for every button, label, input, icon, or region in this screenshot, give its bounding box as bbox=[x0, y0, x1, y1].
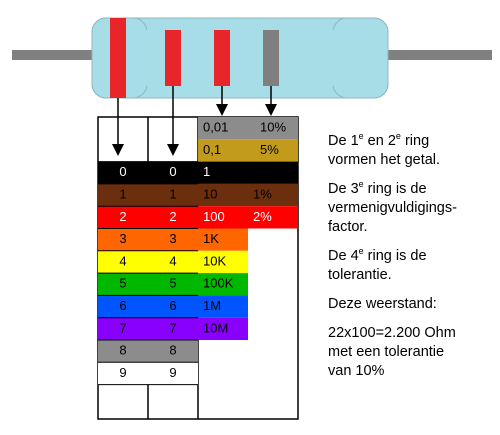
row-6-first-digit: 6 bbox=[119, 298, 126, 313]
top-row-0-tolerance: 10% bbox=[260, 120, 286, 135]
row-7-second-digit: 7 bbox=[169, 320, 176, 335]
row-1-multiplier-fill bbox=[198, 183, 248, 207]
row-6-multiplier: 1M bbox=[203, 298, 221, 313]
row-8-second-digit: 8 bbox=[169, 343, 176, 358]
row-2-tolerance-fill bbox=[248, 206, 298, 229]
row-7-first-digit: 7 bbox=[119, 320, 126, 335]
top-row-1-multiplier: 0,1 bbox=[203, 142, 221, 157]
band-3 bbox=[214, 30, 230, 86]
row-3-first-digit: 3 bbox=[119, 231, 126, 246]
band-2 bbox=[165, 30, 181, 86]
legend-paragraph-2: De 3e ring is de vermenigvuldigings- fac… bbox=[328, 179, 457, 235]
row-0-second-digit: 0 bbox=[169, 164, 176, 179]
row-1-second-digit: 1 bbox=[169, 186, 176, 201]
row-9-digit-fill bbox=[98, 362, 198, 385]
row-3-digit-fill bbox=[98, 228, 198, 251]
row-5-second-digit: 5 bbox=[169, 276, 176, 291]
row-4-multiplier: 10K bbox=[203, 253, 226, 268]
row-9-second-digit: 9 bbox=[169, 365, 176, 380]
row-2-multiplier: 100 bbox=[203, 209, 225, 224]
resistor-right-cap bbox=[332, 17, 389, 99]
row-2-digit-fill bbox=[98, 206, 198, 229]
row-8-first-digit: 8 bbox=[119, 343, 126, 358]
row-8-digit-fill bbox=[98, 340, 198, 363]
legend-paragraph-5: 22x100=2.200 Ohm met een tolerantie van … bbox=[328, 325, 456, 379]
row-1-digit-fill bbox=[98, 183, 198, 207]
right-lead bbox=[382, 50, 492, 60]
row-6-multiplier-fill bbox=[198, 295, 248, 318]
row-5-first-digit: 5 bbox=[119, 276, 126, 291]
explanation-text: De 1e en 2e ring vormen het getal. De 3e… bbox=[328, 132, 496, 391]
row-7-digit-fill bbox=[98, 317, 198, 340]
row-2-tolerance: 2% bbox=[253, 209, 272, 224]
row-4-first-digit: 4 bbox=[119, 253, 126, 268]
row-6-second-digit: 6 bbox=[169, 298, 176, 313]
row-3-second-digit: 3 bbox=[169, 231, 176, 246]
row-2-first-digit: 2 bbox=[119, 209, 126, 224]
legend-paragraph-3: De 4e ring is de tolerantie. bbox=[328, 246, 427, 283]
top-row-0-fill bbox=[198, 117, 298, 140]
top-row-1-tolerance: 5% bbox=[260, 142, 279, 157]
row-6-digit-fill bbox=[98, 295, 198, 318]
row-9-first-digit: 9 bbox=[119, 365, 126, 380]
row-5-digit-fill bbox=[98, 273, 198, 296]
legend-paragraph-4: Deze weerstand: bbox=[328, 296, 437, 312]
top-row-0-multiplier: 0,01 bbox=[203, 120, 228, 135]
row-7-multiplier-fill bbox=[198, 317, 248, 340]
left-lead bbox=[12, 50, 102, 60]
row-2-multiplier-fill bbox=[198, 206, 248, 229]
row-0-first-digit: 0 bbox=[119, 164, 126, 179]
band-1 bbox=[110, 18, 126, 98]
row-7-multiplier: 10M bbox=[203, 320, 228, 335]
row-1-multiplier: 10 bbox=[203, 186, 217, 201]
row-2-second-digit: 2 bbox=[169, 209, 176, 224]
row-3-multiplier-fill bbox=[198, 228, 248, 251]
row-4-second-digit: 4 bbox=[169, 253, 176, 268]
row-5-multiplier-fill bbox=[198, 273, 248, 296]
row-3-multiplier: 1K bbox=[203, 231, 219, 246]
row-0-multiplier-fill bbox=[198, 161, 248, 184]
row-0-multiplier: 1 bbox=[203, 164, 210, 179]
row-4-multiplier-fill bbox=[198, 250, 248, 274]
row-1-tolerance: 1% bbox=[253, 186, 272, 201]
band-4 bbox=[263, 30, 279, 86]
row-1-tolerance-fill bbox=[248, 183, 298, 207]
row-4-digit-fill bbox=[98, 250, 198, 274]
row-1-first-digit: 1 bbox=[119, 186, 126, 201]
top-row-1-fill bbox=[198, 139, 298, 162]
row-5-multiplier: 100K bbox=[203, 276, 234, 291]
row-0-digit-fill bbox=[98, 161, 198, 184]
row-0-tolerance-fill bbox=[248, 161, 298, 184]
legend-paragraph-1: De 1e en 2e ring vormen het getal. bbox=[328, 131, 441, 168]
